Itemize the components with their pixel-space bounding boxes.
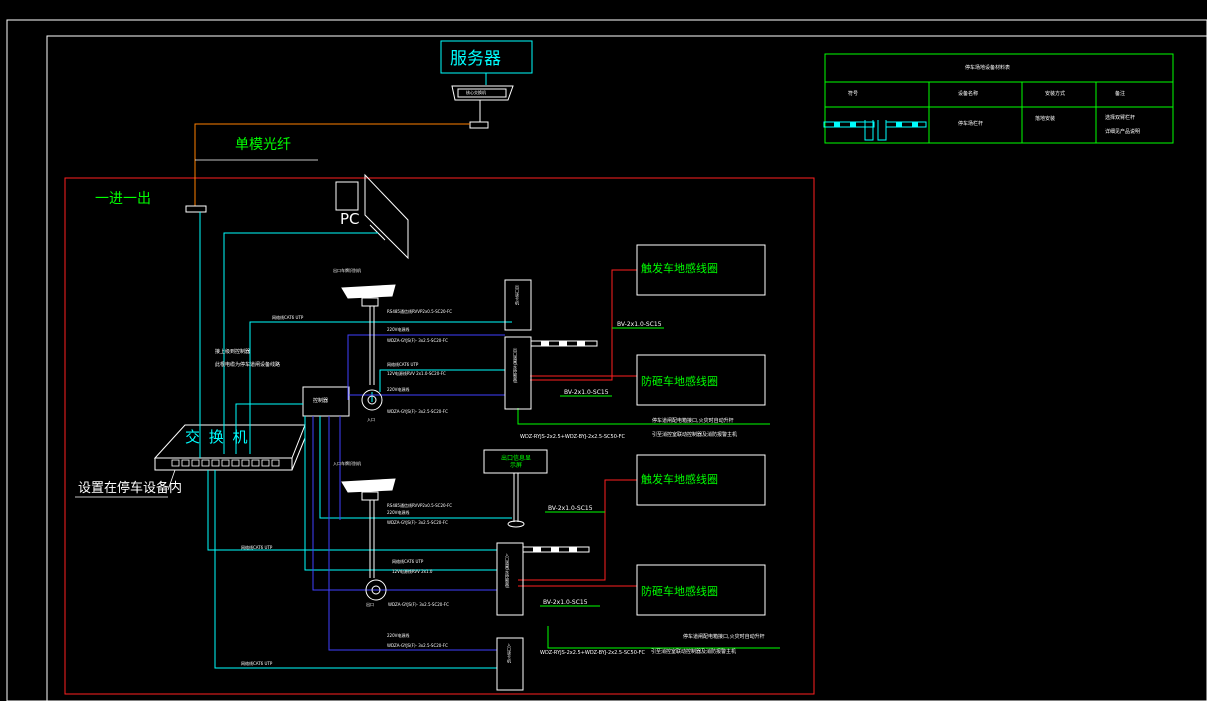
cable-rvv-top: RS485通信线RVVP2x0.5-SC20-FC [387, 309, 453, 314]
cable-wdz-bot3: WDZA-GYJS(F)- 3x2.5-SC20-FC [387, 643, 448, 648]
parking-area-boundary [64, 177, 815, 695]
network-lines [199, 212, 512, 669]
legend-barrier-symbol [823, 120, 927, 141]
switch-port [221, 459, 230, 467]
anti-smash-coil-bottom [636, 564, 766, 616]
pc-label: PC [340, 210, 360, 228]
anti-smash-coil-bottom-label: 防砸车地感线圈 [641, 585, 718, 598]
controller-note-1: 接上级到控制器 [215, 349, 251, 355]
cable-utp-bot-side: 网络线CAT6 UTP [241, 545, 273, 550]
display-screen-label: 出口信息显示屏 [500, 455, 531, 469]
cable-wdz-bot2: WDZA-GYJS(F)- 3x2.5-SC20-FC [388, 602, 449, 607]
switch-location-note: 设置在停车设备内 [78, 481, 183, 496]
fiber-terminal-bottom [185, 205, 207, 213]
legend-row-install: 落地安装 [1035, 116, 1056, 122]
cable-utp-top: 网络线CAT6 UTP [272, 315, 304, 320]
gate-reader-bottom [496, 637, 524, 691]
legend-row-remark1: 选择双臂栏杆 [1105, 115, 1136, 121]
switch-port [191, 459, 200, 467]
switch-port [261, 459, 270, 467]
legend-header-remark: 备注 [1115, 91, 1126, 97]
cable-note-bot-1: 停车道闸配电箱接口,火灾时自动升杆 [683, 634, 765, 640]
camera-bottom-label: 入口车牌识别机 [333, 461, 361, 466]
cable-wdz-bot: WDZA-GYJS(F)- 3x2.5-SC20-FC [387, 520, 448, 525]
cable-bv-1: BV-2x1.0-SC15 [617, 321, 662, 328]
switch-port [201, 459, 210, 467]
switch-label: 交 换 机 [185, 428, 250, 446]
switch-port [241, 459, 250, 467]
trigger-coil-bottom [636, 454, 766, 506]
switch-port [211, 459, 220, 467]
anti-smash-coil-top-label: 防砸车地感线圈 [641, 375, 718, 388]
legend-header-symbol: 符号 [848, 91, 859, 97]
outer-frame [6, 19, 1207, 701]
pole-bottom-label: 出口 [366, 602, 374, 607]
cable-wdz-main-bot: WDZ-RYJS-2x2.5+WDZ-BYJ-2x2.5-SC50-FC [540, 650, 646, 656]
in-out-label: 一进一出 [95, 191, 151, 207]
switch-port [171, 459, 180, 467]
display-screen [483, 449, 548, 528]
cable-wdz-top: WDZA-GYJS(F)- 3x2.5-SC20-FC [387, 338, 448, 343]
camera-top-label: 出口车牌识别机 [333, 268, 361, 273]
pole-top-label: 入口 [367, 417, 375, 422]
cable-bv-3: BV-2x1.0-SC15 [548, 505, 593, 512]
entry-camera-bottom [341, 478, 396, 601]
cable-rvv-top2: 12V电源线RVV 2x1.0-SC20-FC [387, 371, 446, 376]
trigger-coil-top [636, 244, 766, 296]
cable-utp-top2: 网络线CAT6 UTP [387, 362, 419, 367]
gate-bottom [496, 542, 524, 616]
gate-top-label: 出口道闸(含控制器) [513, 348, 518, 384]
fiber-label: 单模光纤 [235, 137, 291, 153]
core-switch-label: 核心交换机 [466, 90, 486, 95]
cable-bv-4: BV-2x1.0-SC15 [543, 599, 588, 606]
cable-wdz-main-top: WDZ-RYJS-2x2.5+WDZ-BYJ-2x2.5-SC50-FC [520, 434, 626, 440]
entry-camera-top [341, 284, 396, 411]
cable-note-bot-2: 引至消控室联动控制器及消防报警主机 [651, 649, 737, 655]
cable-pwr-top: 220V电源线 [387, 327, 410, 332]
cable-rvv-bot2: 12V电源线RVV 2x1.0 [392, 569, 433, 574]
cable-note-top-1: 停车道闸配电箱接口,火灾时自动升杆 [652, 418, 734, 424]
cable-utp-bot3: 网络线CAT6 UTP [241, 661, 273, 666]
cable-pwr-top2: 220V电源线 [387, 387, 410, 392]
cable-note-top-2: 引至消控室联动控制器及消防报警主机 [652, 432, 738, 438]
barrier-arm-top [530, 340, 598, 347]
controller-label: 控制器 [313, 398, 329, 404]
controller-note-2: 此根电缆为停车道闸设备线路 [215, 362, 281, 368]
legend-row-remark2: 详细见产品说明 [1105, 129, 1141, 135]
trigger-coil-top-label: 触发车地感线圈 [641, 262, 718, 275]
legend-header-name: 设备名称 [958, 91, 979, 97]
switch-port [181, 459, 190, 467]
server-label: 服务器 [450, 49, 501, 69]
cable-rvv-bot: RS485通信线RVVP2x0.5-SC20-FC [387, 503, 453, 508]
cable-utp-bot: 网络线CAT6 UTP [392, 559, 424, 564]
gate-bottom-label: 入口道闸(含控制器) [505, 553, 510, 589]
gate-reader-bottom-label: 入口读卡机 [507, 643, 512, 663]
legend-title: 停车场地设备材料表 [965, 65, 1011, 71]
cable-bv-2: BV-2x1.0-SC15 [564, 389, 609, 396]
gate-reader-top-label: 出口读卡机 [515, 285, 520, 305]
cable-pwr-bot: 220V电源线 [387, 510, 410, 515]
cable-wdz-top2: WDZA-GYJS(F)- 3x2.5-SC20-FC [387, 409, 448, 414]
legend-row-name: 停车场栏杆 [958, 121, 984, 127]
trigger-coil-bottom-label: 触发车地感线圈 [641, 473, 718, 486]
switch-port [271, 459, 280, 467]
power-lines [312, 334, 505, 651]
fiber-line [194, 123, 470, 206]
loop-lines [518, 269, 637, 587]
legend-header-install: 安装方式 [1045, 91, 1066, 97]
cable-pwr-bot3: 220V电源线 [387, 633, 410, 638]
legend-table [824, 53, 1174, 144]
inner-frame [46, 35, 1207, 701]
anti-smash-coil-top [636, 354, 766, 406]
core-switch-icon [451, 85, 514, 101]
fiber-terminal-top [469, 121, 489, 129]
barrier-arm-bottom [522, 546, 590, 553]
switch-port [251, 459, 260, 467]
controller-box [302, 386, 350, 417]
gate-top [504, 336, 532, 410]
switch-port [231, 459, 240, 467]
gate-reader-top [504, 279, 532, 331]
